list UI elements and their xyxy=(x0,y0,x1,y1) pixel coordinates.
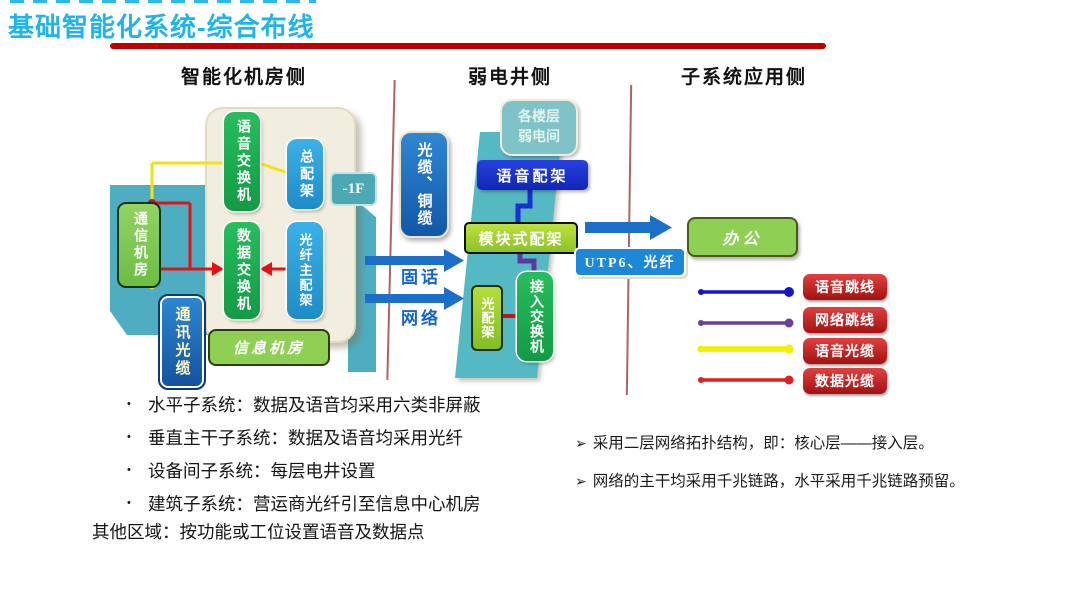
bullet-marker: • xyxy=(127,497,131,509)
fiber-main-frame-box: 光纤主配架 xyxy=(287,222,323,319)
column-header-weak-current-well: 弱电井侧 xyxy=(468,67,553,88)
note-arrow-marker: ➢ xyxy=(575,435,587,451)
comm-fiber-box: 通讯光缆 xyxy=(158,294,206,390)
access-switch-box: 接入交换机 xyxy=(517,272,553,361)
floor-weak-current-rooms-box: 各楼层 弱电间 xyxy=(500,99,578,156)
column-header-subsystem-side: 子系统应用侧 xyxy=(681,67,808,88)
voice-frame-box: 语音配架 xyxy=(477,160,588,190)
network-arrow-label: 网络 xyxy=(401,309,441,328)
title-underline xyxy=(110,43,826,49)
legend-line-voice-cable xyxy=(697,344,794,354)
to-office-arrow xyxy=(585,215,672,240)
comm-room-box: 通信机房 xyxy=(117,202,161,288)
bullet-horizontal-subsystem: • 水平子系统：数据及语音均采用六类非屏蔽 xyxy=(127,395,481,415)
note-gigabit-links: ➢网络的主干均采用千兆链路，水平采用千兆链路预留。 xyxy=(575,473,965,490)
floor-label-box: -1F xyxy=(330,172,377,206)
bullet-vertical-backbone-subsystem: • 垂直主干子系统：数据及语音均采用光纤 xyxy=(127,428,463,448)
fixed-phone-arrow xyxy=(365,249,464,272)
optical-frame-box: 光配架 xyxy=(471,285,503,351)
bullet-equipment-room-subsystem: • 设备间子系统：每层电井设置 xyxy=(127,461,376,481)
bullet-marker: • xyxy=(127,398,131,410)
network-arrow xyxy=(365,287,464,310)
voice-frame-connector xyxy=(515,190,533,223)
data-switch-box: 数据交换机 xyxy=(224,222,260,319)
legend-badge-voice-jumper: 语音跳线 xyxy=(803,274,887,300)
voice-switch-box: 语音交换机 xyxy=(224,112,260,211)
floor-rooms-line1: 各楼层 xyxy=(518,109,560,125)
legend-line-voice-jumper xyxy=(698,287,794,297)
data-arrowhead-into-data-switch xyxy=(212,262,224,276)
legend-badge-voice-cable: 语音光缆 xyxy=(803,338,887,364)
legend-badge-data-cable: 数据光缆 xyxy=(803,368,887,394)
module-frame-box: 模块式配架 xyxy=(464,222,578,254)
note-arrow-marker: ➢ xyxy=(575,473,587,489)
data-cable-line xyxy=(152,201,288,271)
network-jumper-connector xyxy=(517,249,537,273)
legend-line-network-jumper xyxy=(698,318,794,328)
cropped-top-text-artifact xyxy=(10,0,316,3)
cables-box: 光缆、铜缆 xyxy=(399,131,449,238)
bullet-other-areas: 其他区域：按功能或工位设置语音及数据点 xyxy=(92,522,425,542)
column-header-machine-room: 智能化机房侧 xyxy=(181,67,308,88)
bullet-building-subsystem: • 建筑子系统：营运商光纤引至信息中心机房 xyxy=(127,494,481,514)
bullet-marker: • xyxy=(127,431,131,443)
note-topology: ➢采用二层网络拓扑结构，即：核心层——接入层。 xyxy=(575,435,934,452)
page-title: 基础智能化系统-综合布线 xyxy=(8,12,315,42)
bullet-marker: • xyxy=(127,464,131,476)
main-distribution-frame-box: 总配架 xyxy=(287,139,323,209)
fixed-phone-arrow-label: 固话 xyxy=(401,268,441,287)
legend-line-data-cable xyxy=(698,375,794,385)
utp-fiber-label-box: UTP6、光纤 xyxy=(574,247,686,277)
floor-rooms-line2: 弱电间 xyxy=(518,129,560,145)
legend-badge-network-jumper: 网络跳线 xyxy=(803,307,887,333)
data-arrowhead-from-fiber-frame xyxy=(260,262,272,276)
info-room-box: 信息机房 xyxy=(208,329,330,366)
office-box: 办公 xyxy=(687,217,798,257)
